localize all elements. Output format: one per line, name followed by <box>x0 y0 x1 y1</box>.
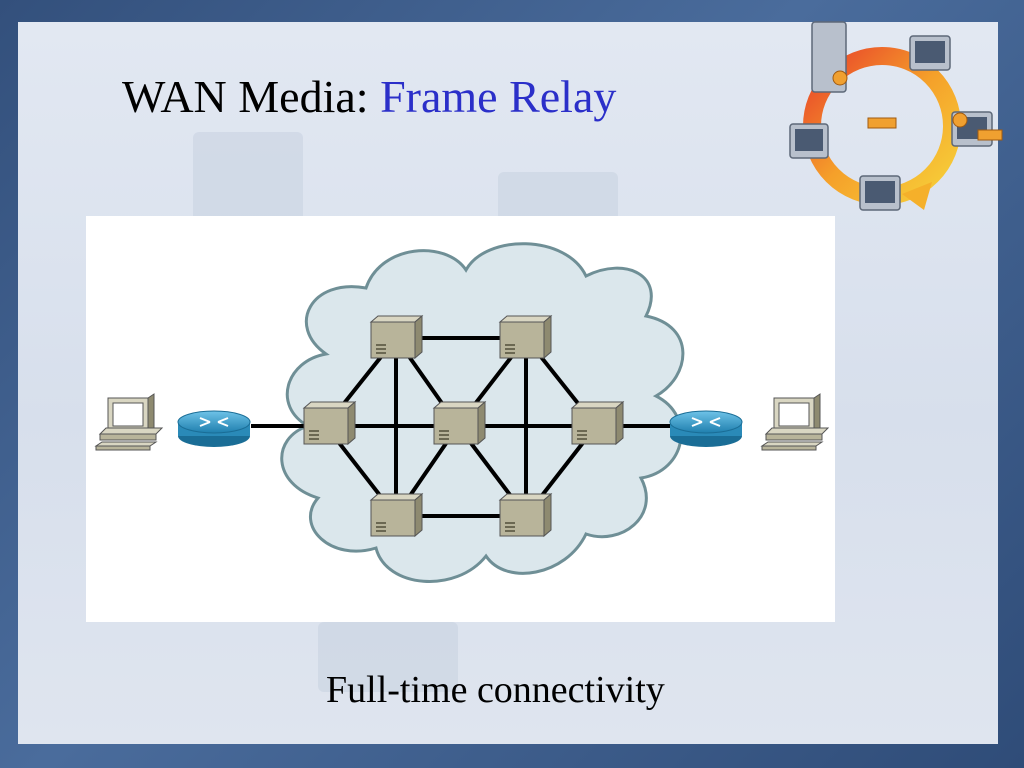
desktop-computer-icon <box>761 393 829 451</box>
frame-relay-switch-icon <box>499 315 552 359</box>
network-ring-logo-icon <box>789 21 1003 211</box>
title-highlight: Frame Relay <box>380 71 617 122</box>
frame-relay-switch-icon <box>499 493 552 537</box>
page-title: WAN Media: Frame Relay <box>122 70 616 123</box>
frame-relay-switch-icon <box>303 401 356 445</box>
router-icon <box>177 410 251 448</box>
diagram-panel <box>86 216 835 622</box>
background-server-shape <box>318 622 458 692</box>
frame-relay-switch-icon <box>370 315 423 359</box>
router-icon <box>669 410 743 448</box>
desktop-computer-icon <box>95 393 163 451</box>
frame-relay-diagram <box>95 242 829 583</box>
frame-relay-switch-icon <box>571 401 624 445</box>
frame-relay-switch-icon <box>370 493 423 537</box>
title-prefix: WAN Media: <box>122 71 381 122</box>
diagram-caption: Full-time connectivity <box>326 669 665 711</box>
frame-relay-switch-icon <box>433 401 486 445</box>
